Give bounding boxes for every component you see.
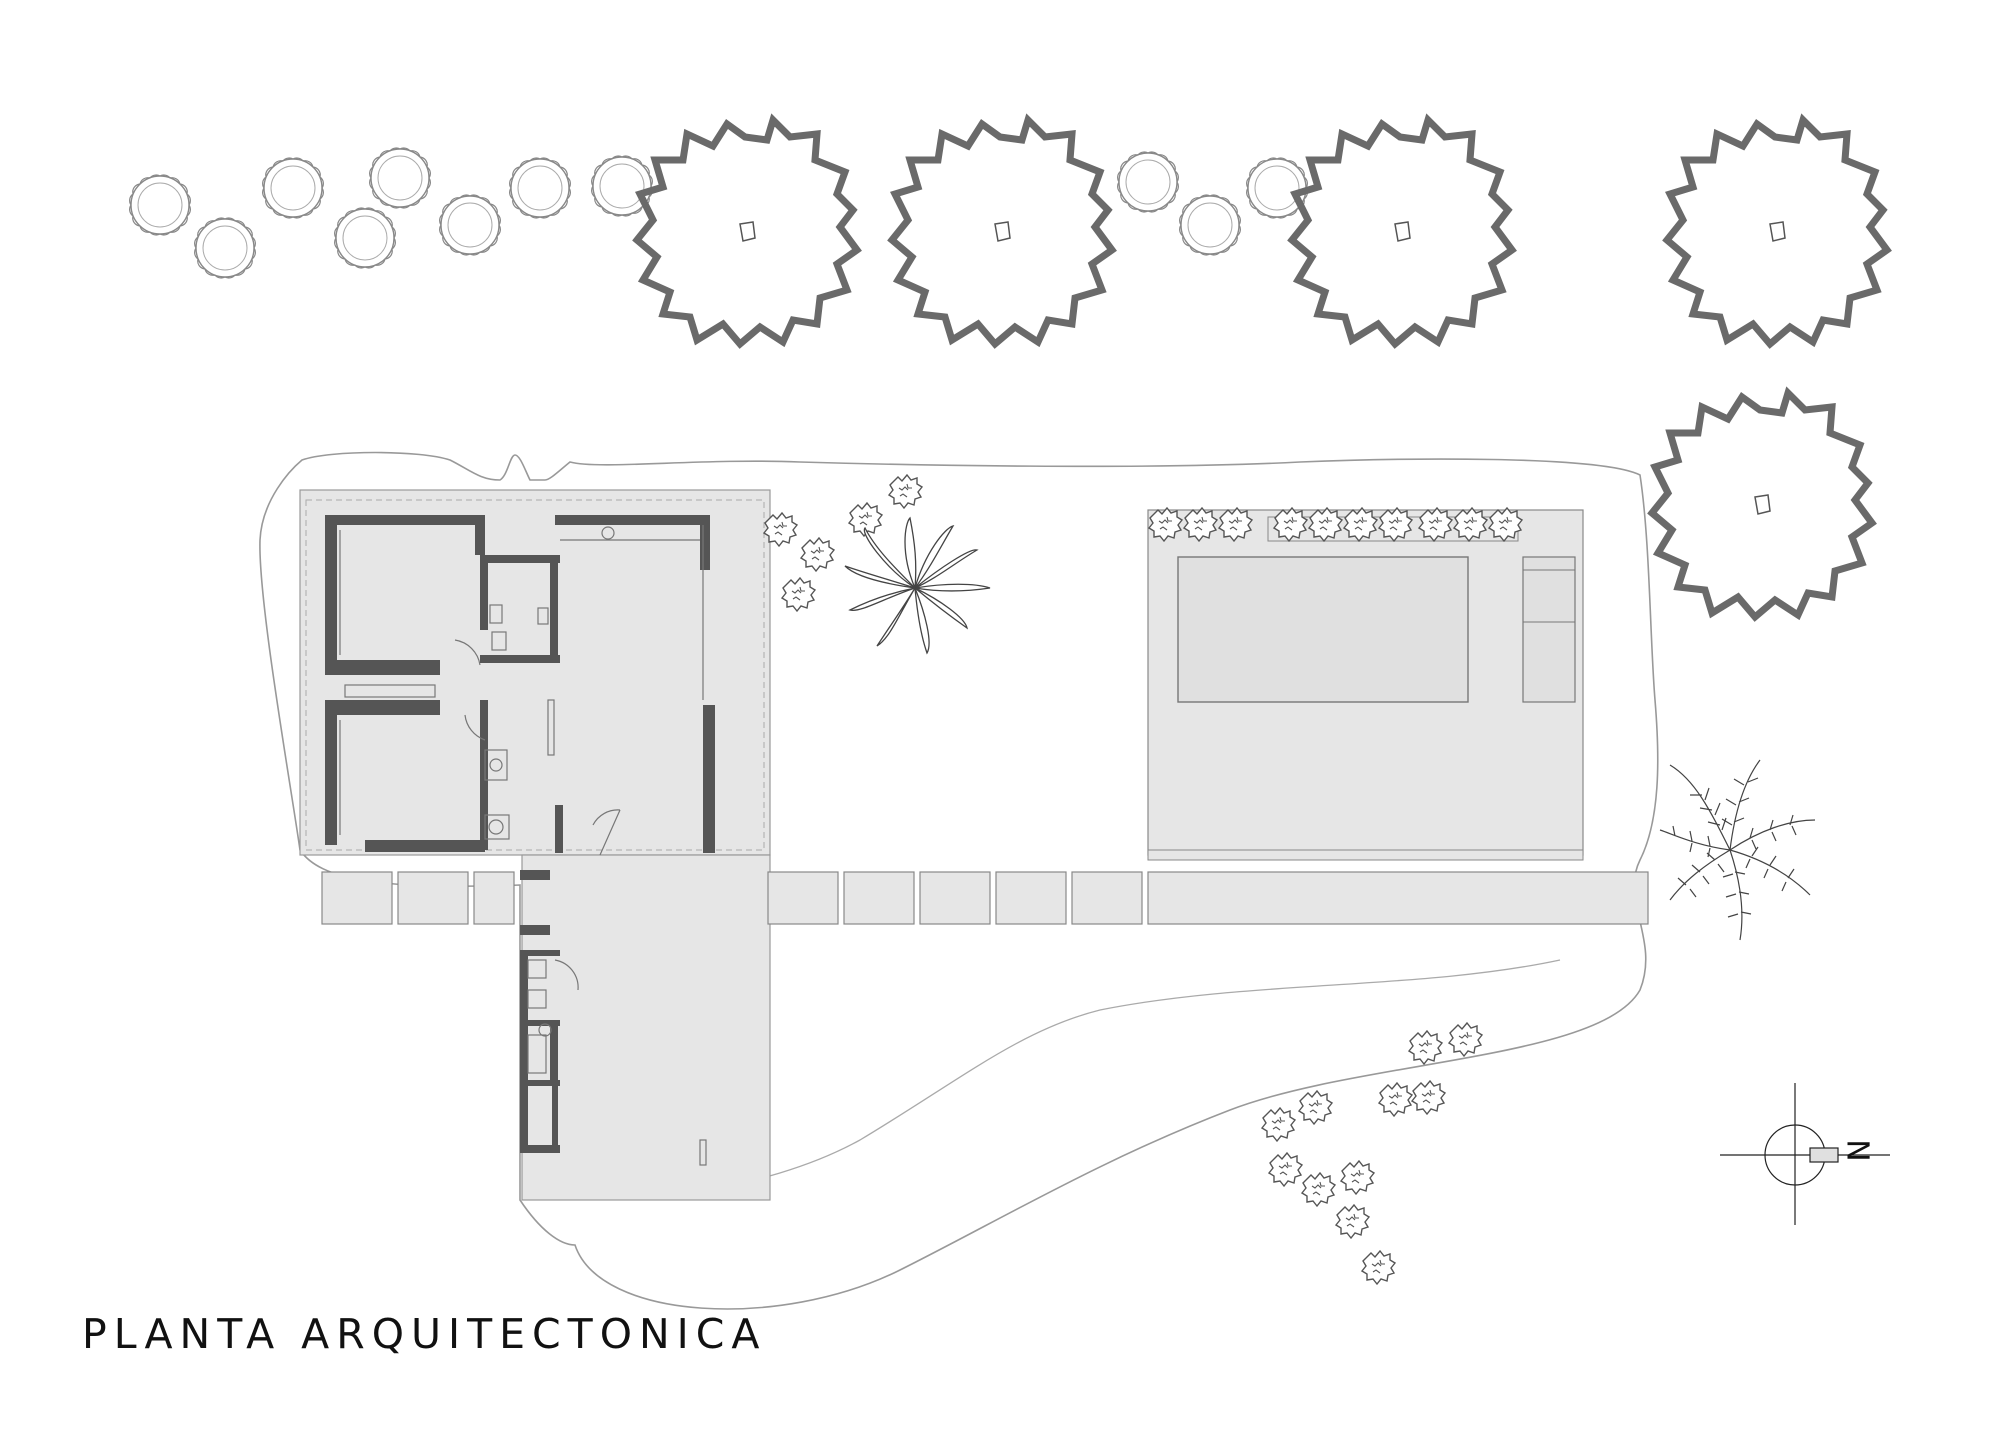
agave-icon bbox=[1378, 1082, 1413, 1117]
agave-icon bbox=[1298, 1090, 1333, 1125]
palm-icon bbox=[1659, 759, 1816, 941]
large-tree-icon bbox=[1292, 120, 1512, 344]
shrub-icon bbox=[1245, 157, 1309, 219]
shrub-icon bbox=[261, 157, 325, 219]
interior-lines bbox=[339, 525, 707, 1166]
palm-icon bbox=[844, 516, 991, 655]
north-arrow-icon bbox=[1720, 1083, 1890, 1225]
large-tree-icon bbox=[637, 120, 857, 344]
shrub-icon bbox=[128, 174, 192, 236]
shrub-icon bbox=[508, 157, 572, 219]
large-tree-icon bbox=[892, 120, 1112, 344]
north-label: N bbox=[1839, 1139, 1875, 1162]
agave-icon bbox=[1301, 1172, 1336, 1207]
agave-icon bbox=[781, 577, 816, 612]
agave-icon bbox=[1335, 1204, 1370, 1239]
pool bbox=[1177, 556, 1469, 703]
paving-stones bbox=[321, 871, 1649, 925]
agave-icon bbox=[888, 474, 923, 509]
house-walls bbox=[325, 515, 715, 1153]
agave-icon bbox=[1340, 1160, 1375, 1195]
shrub-icon bbox=[438, 194, 502, 256]
agave-icon bbox=[1408, 1030, 1443, 1065]
large-tree-icon bbox=[1652, 393, 1872, 617]
shrub-icon bbox=[1178, 194, 1242, 256]
page-title: PLANTA ARQUITECTONICA bbox=[82, 1310, 767, 1358]
agave-icon bbox=[800, 537, 835, 572]
agave-icon bbox=[1268, 1152, 1303, 1187]
agave-icon bbox=[1261, 1107, 1296, 1142]
agave-icon bbox=[1411, 1080, 1446, 1115]
large-tree-icon bbox=[1667, 120, 1887, 344]
shrub-icon bbox=[333, 207, 397, 269]
agave-icon bbox=[1448, 1022, 1483, 1057]
shrub-icon bbox=[368, 147, 432, 209]
shrub-icon bbox=[1116, 151, 1180, 213]
site-boundary bbox=[259, 451, 1659, 1310]
shrub-icon bbox=[193, 217, 257, 279]
pool-deck bbox=[1147, 509, 1584, 861]
agave-icon bbox=[1361, 1250, 1396, 1285]
